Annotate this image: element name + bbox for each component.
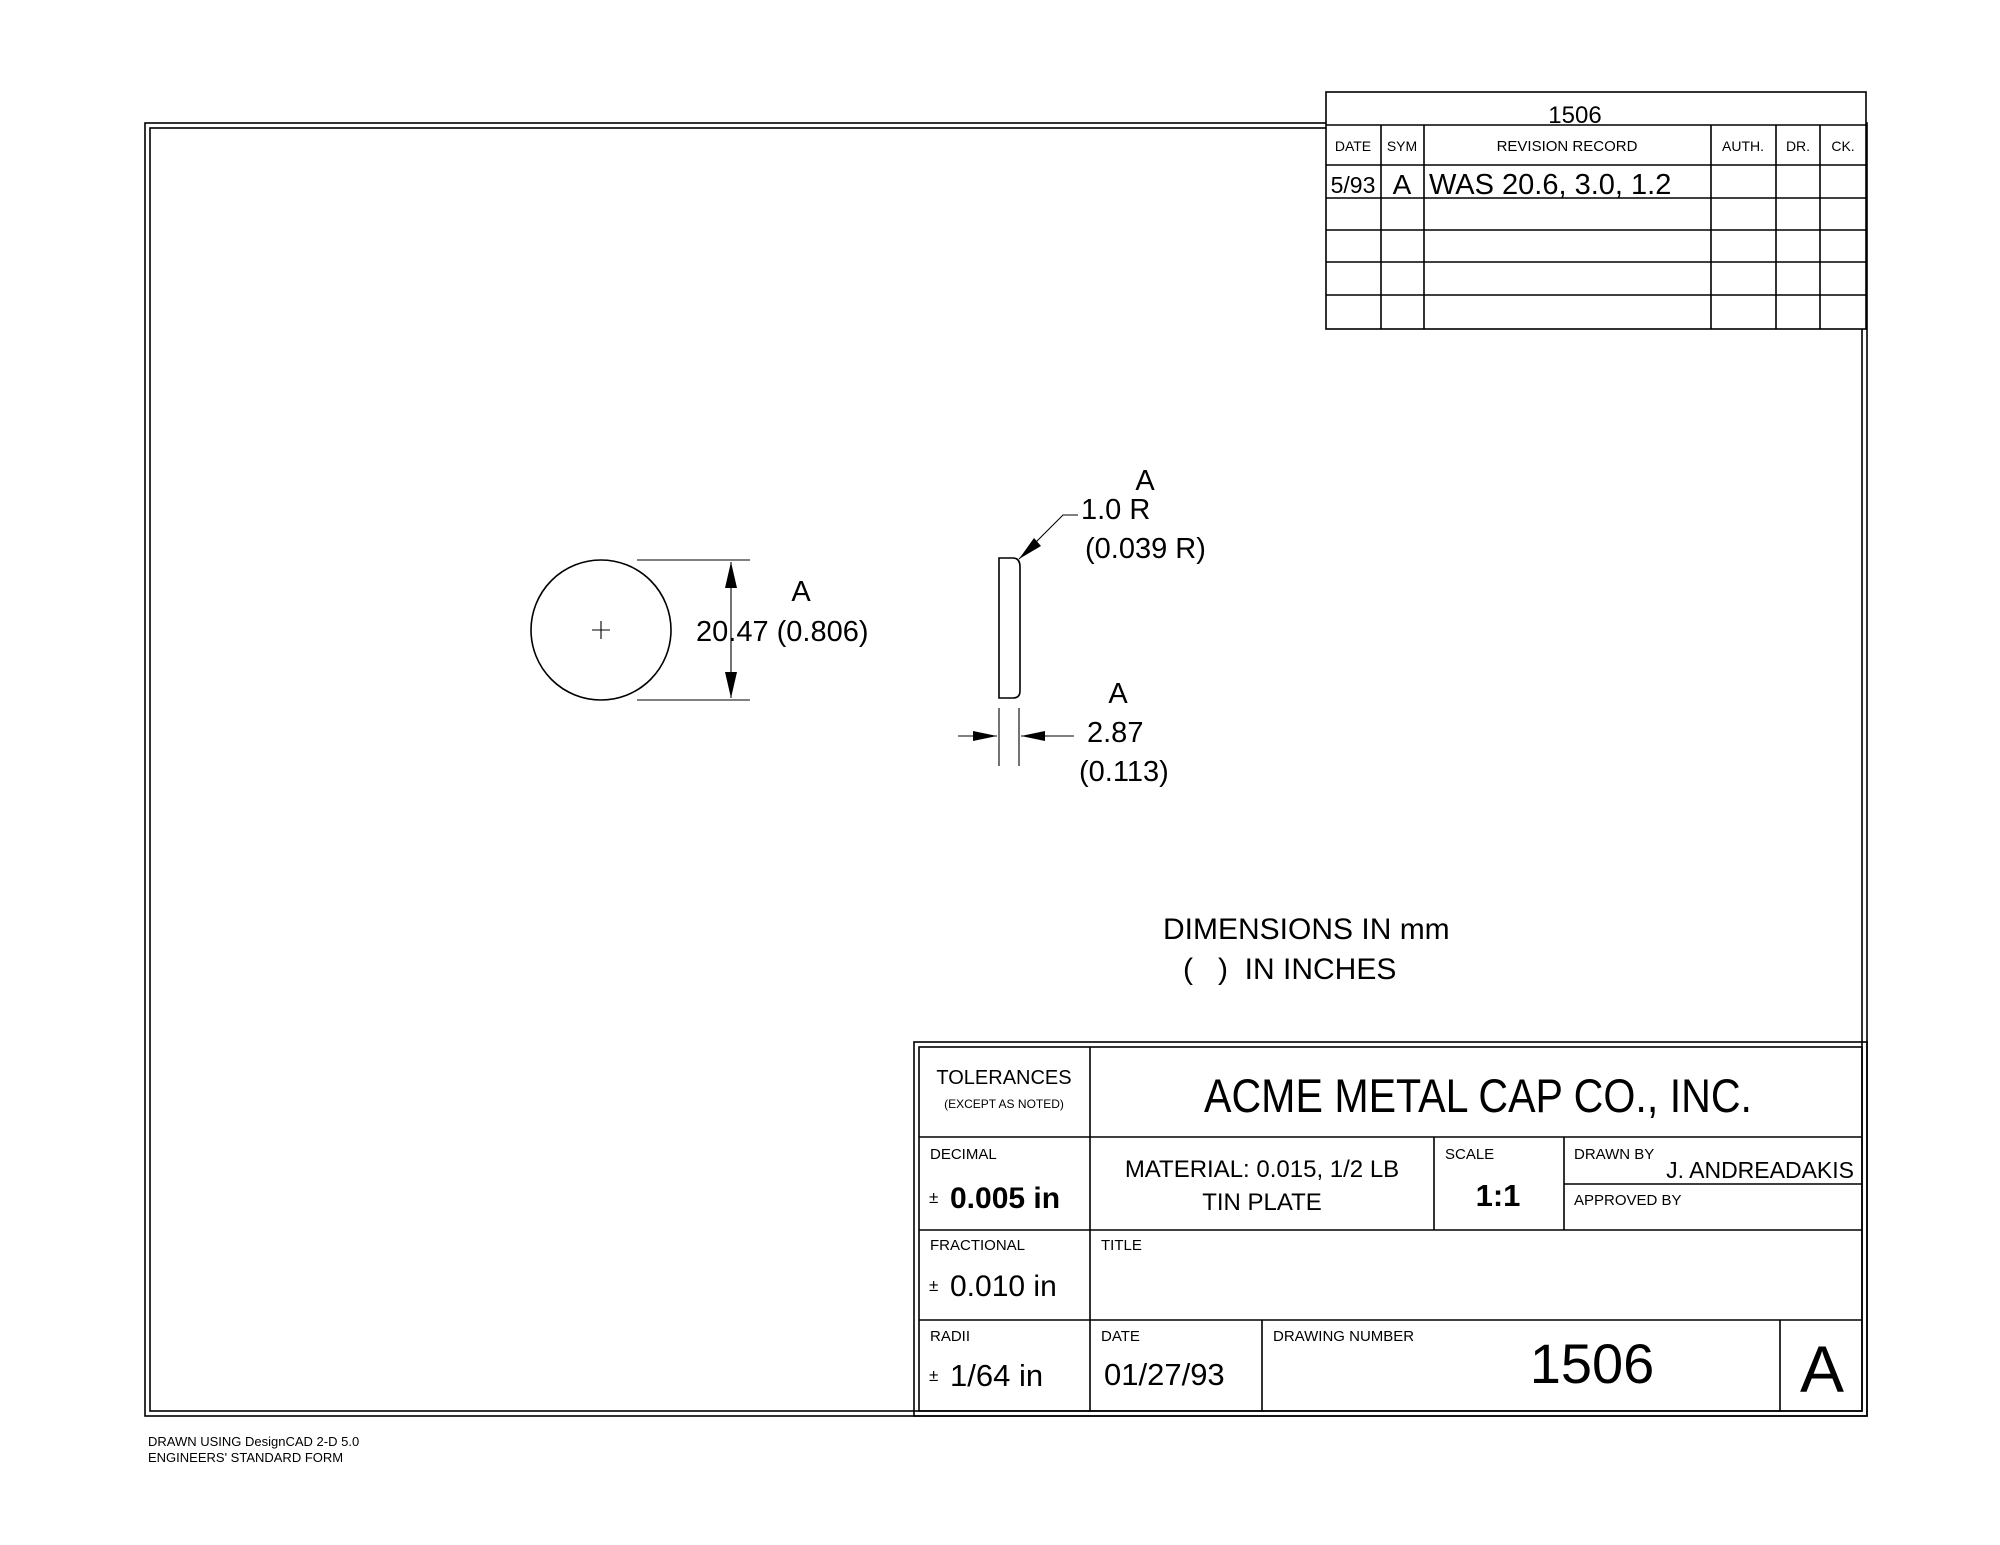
revision-letter: A	[1800, 1332, 1844, 1406]
revision-row-record: WAS 20.6, 3.0, 1.2	[1429, 169, 1671, 201]
drawing-number-label: DRAWING NUMBER	[1273, 1328, 1414, 1345]
revision-header-ck: CK.	[1831, 138, 1854, 154]
thickness-arrow-right	[1021, 731, 1045, 741]
radius-in-label: (0.039 R)	[1085, 533, 1206, 565]
material-line2: TIN PLATE	[1202, 1189, 1322, 1216]
revision-block: 1506 DATE SYM REVISION RECORD AUTH. DR. …	[1325, 91, 1867, 330]
tolerances-note: (EXCEPT AS NOTED)	[944, 1097, 1064, 1111]
units-line-mm: DIMENSIONS IN mm	[1163, 913, 1450, 946]
fractional-label: FRACTIONAL	[930, 1237, 1025, 1254]
decimal-label: DECIMAL	[930, 1146, 997, 1163]
drawn-by-value: J. ANDREADAKIS	[1666, 1157, 1854, 1183]
fractional-plus-minus: ±	[929, 1276, 938, 1295]
radii-label: RADII	[930, 1328, 970, 1345]
revision-row-date: 5/93	[1331, 172, 1376, 198]
drawing-number-value: 1506	[1530, 1332, 1655, 1395]
company-name: ACME METAL CAP CO., INC.	[1204, 1069, 1752, 1122]
title-block: TOLERANCES (EXCEPT AS NOTED) ACME METAL …	[913, 1041, 1868, 1417]
footer-line1: DRAWN USING DesignCAD 2-D 5.0	[148, 1434, 359, 1449]
thickness-sym: A	[1108, 678, 1128, 710]
radius-mm-label: 1.0 R	[1081, 494, 1150, 526]
material-line1: MATERIAL: 0.015, 1/2 LB	[1125, 1156, 1399, 1183]
radii-value: 1/64 in	[950, 1358, 1043, 1393]
tolerances-label: TOLERANCES	[936, 1067, 1071, 1089]
radii-plus-minus: ±	[929, 1366, 938, 1385]
disc-dim-arrow-bottom	[725, 672, 737, 698]
thickness-arrow-left	[973, 731, 997, 741]
revision-header-date: DATE	[1335, 138, 1371, 154]
edge-view: A 1.0 R (0.039 R) A 2.87 (0.113)	[958, 465, 1206, 788]
decimal-plus-minus: ±	[929, 1188, 938, 1207]
scale-value: 1:1	[1476, 1178, 1521, 1213]
thickness-mm-label: 2.87	[1087, 717, 1143, 749]
footer-notes: DRAWN USING DesignCAD 2-D 5.0 ENGINEERS'…	[148, 1434, 359, 1465]
disc-dim-arrow-top	[725, 562, 737, 588]
disc-dim-sym: A	[791, 576, 811, 608]
fractional-value: 0.010 in	[950, 1270, 1057, 1303]
radius-sym: A	[1135, 465, 1155, 497]
scale-label: SCALE	[1445, 1146, 1494, 1163]
title-label: TITLE	[1101, 1237, 1142, 1254]
thickness-in-label: (0.113)	[1079, 756, 1169, 788]
date-value: 01/27/93	[1104, 1357, 1225, 1392]
revision-header-auth: AUTH.	[1722, 138, 1764, 154]
revision-header-record: REVISION RECORD	[1497, 138, 1638, 155]
disc-view: A 20.47 (0.806)	[530, 559, 869, 701]
revision-row-sym: A	[1393, 169, 1412, 200]
revision-header-dr: DR.	[1786, 138, 1810, 154]
revision-header-sym: SYM	[1387, 138, 1417, 154]
units-line-inches: ( ) IN INCHES	[1183, 953, 1396, 986]
radius-leader-arrow	[1019, 538, 1041, 559]
date-label: DATE	[1101, 1328, 1140, 1345]
footer-line2: ENGINEERS' STANDARD FORM	[148, 1450, 343, 1465]
edge-profile	[998, 557, 1021, 699]
revision-drawing-number: 1506	[1548, 102, 1601, 129]
units-note: DIMENSIONS IN mm ( ) IN INCHES	[1163, 913, 1450, 986]
disc-outline	[530, 559, 672, 701]
approved-by-label: APPROVED BY	[1574, 1192, 1682, 1209]
decimal-value: 0.005 in	[950, 1182, 1060, 1215]
drawn-by-label: DRAWN BY	[1574, 1146, 1654, 1163]
disc-diameter-label: 20.47 (0.806)	[696, 616, 869, 648]
